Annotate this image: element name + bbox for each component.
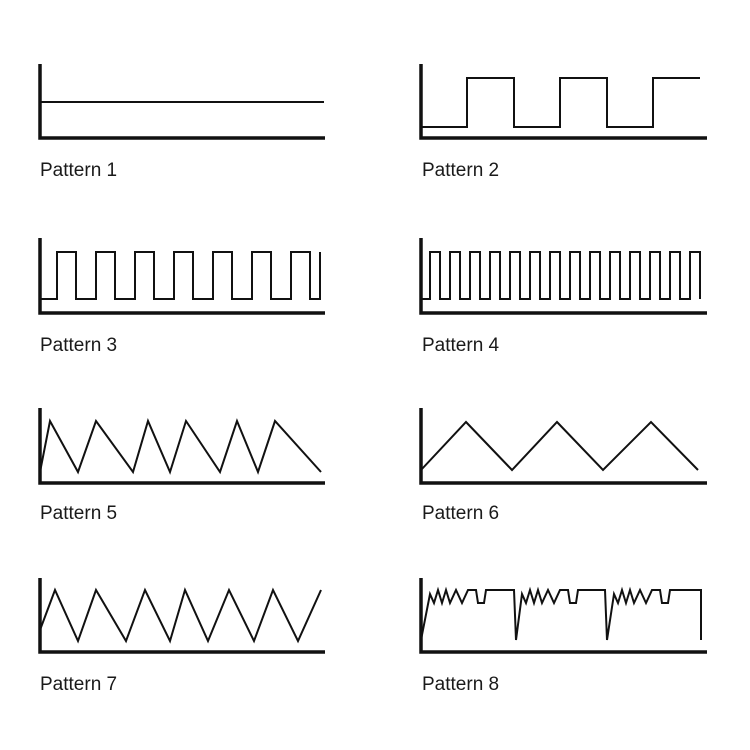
pattern-3-label: Pattern 3 <box>40 335 118 356</box>
pattern-4-axes <box>419 238 707 315</box>
pattern-5-waveform <box>39 418 322 475</box>
pattern-7-axes <box>38 578 325 654</box>
pattern-7-waveform <box>39 587 322 644</box>
pattern-2-axes <box>419 64 707 140</box>
pattern-3-plot <box>38 238 325 315</box>
pattern-2-label: Pattern 2 <box>422 160 500 181</box>
pattern-8-label: Pattern 8 <box>422 674 500 695</box>
pattern-4-plot <box>419 238 707 315</box>
pattern-5-label: Pattern 5 <box>40 503 118 524</box>
pattern-8-plot <box>419 578 707 654</box>
pattern-4-label: Pattern 4 <box>422 335 500 356</box>
pattern-2-plot <box>419 64 707 140</box>
pattern-1-plot <box>38 64 325 140</box>
pattern-7-plot <box>38 578 325 654</box>
pattern-6-axes <box>419 408 707 485</box>
pattern-7-label: Pattern 7 <box>40 674 118 695</box>
pattern-6-label: Pattern 6 <box>422 503 500 524</box>
pattern-8-waveform <box>420 586 702 641</box>
pattern-3-waveform <box>40 251 321 300</box>
pattern-4-waveform <box>421 251 701 300</box>
pattern-5-plot <box>38 408 325 485</box>
pattern-2-waveform <box>421 77 700 128</box>
pattern-8-axes <box>419 578 707 654</box>
pattern-6-waveform <box>420 420 699 472</box>
pattern-1-label: Pattern 1 <box>40 160 118 181</box>
pattern-3-axes <box>38 238 325 315</box>
pattern-5-axes <box>38 408 325 485</box>
pattern-6-plot <box>419 408 707 485</box>
pattern-1-axes <box>38 64 325 140</box>
